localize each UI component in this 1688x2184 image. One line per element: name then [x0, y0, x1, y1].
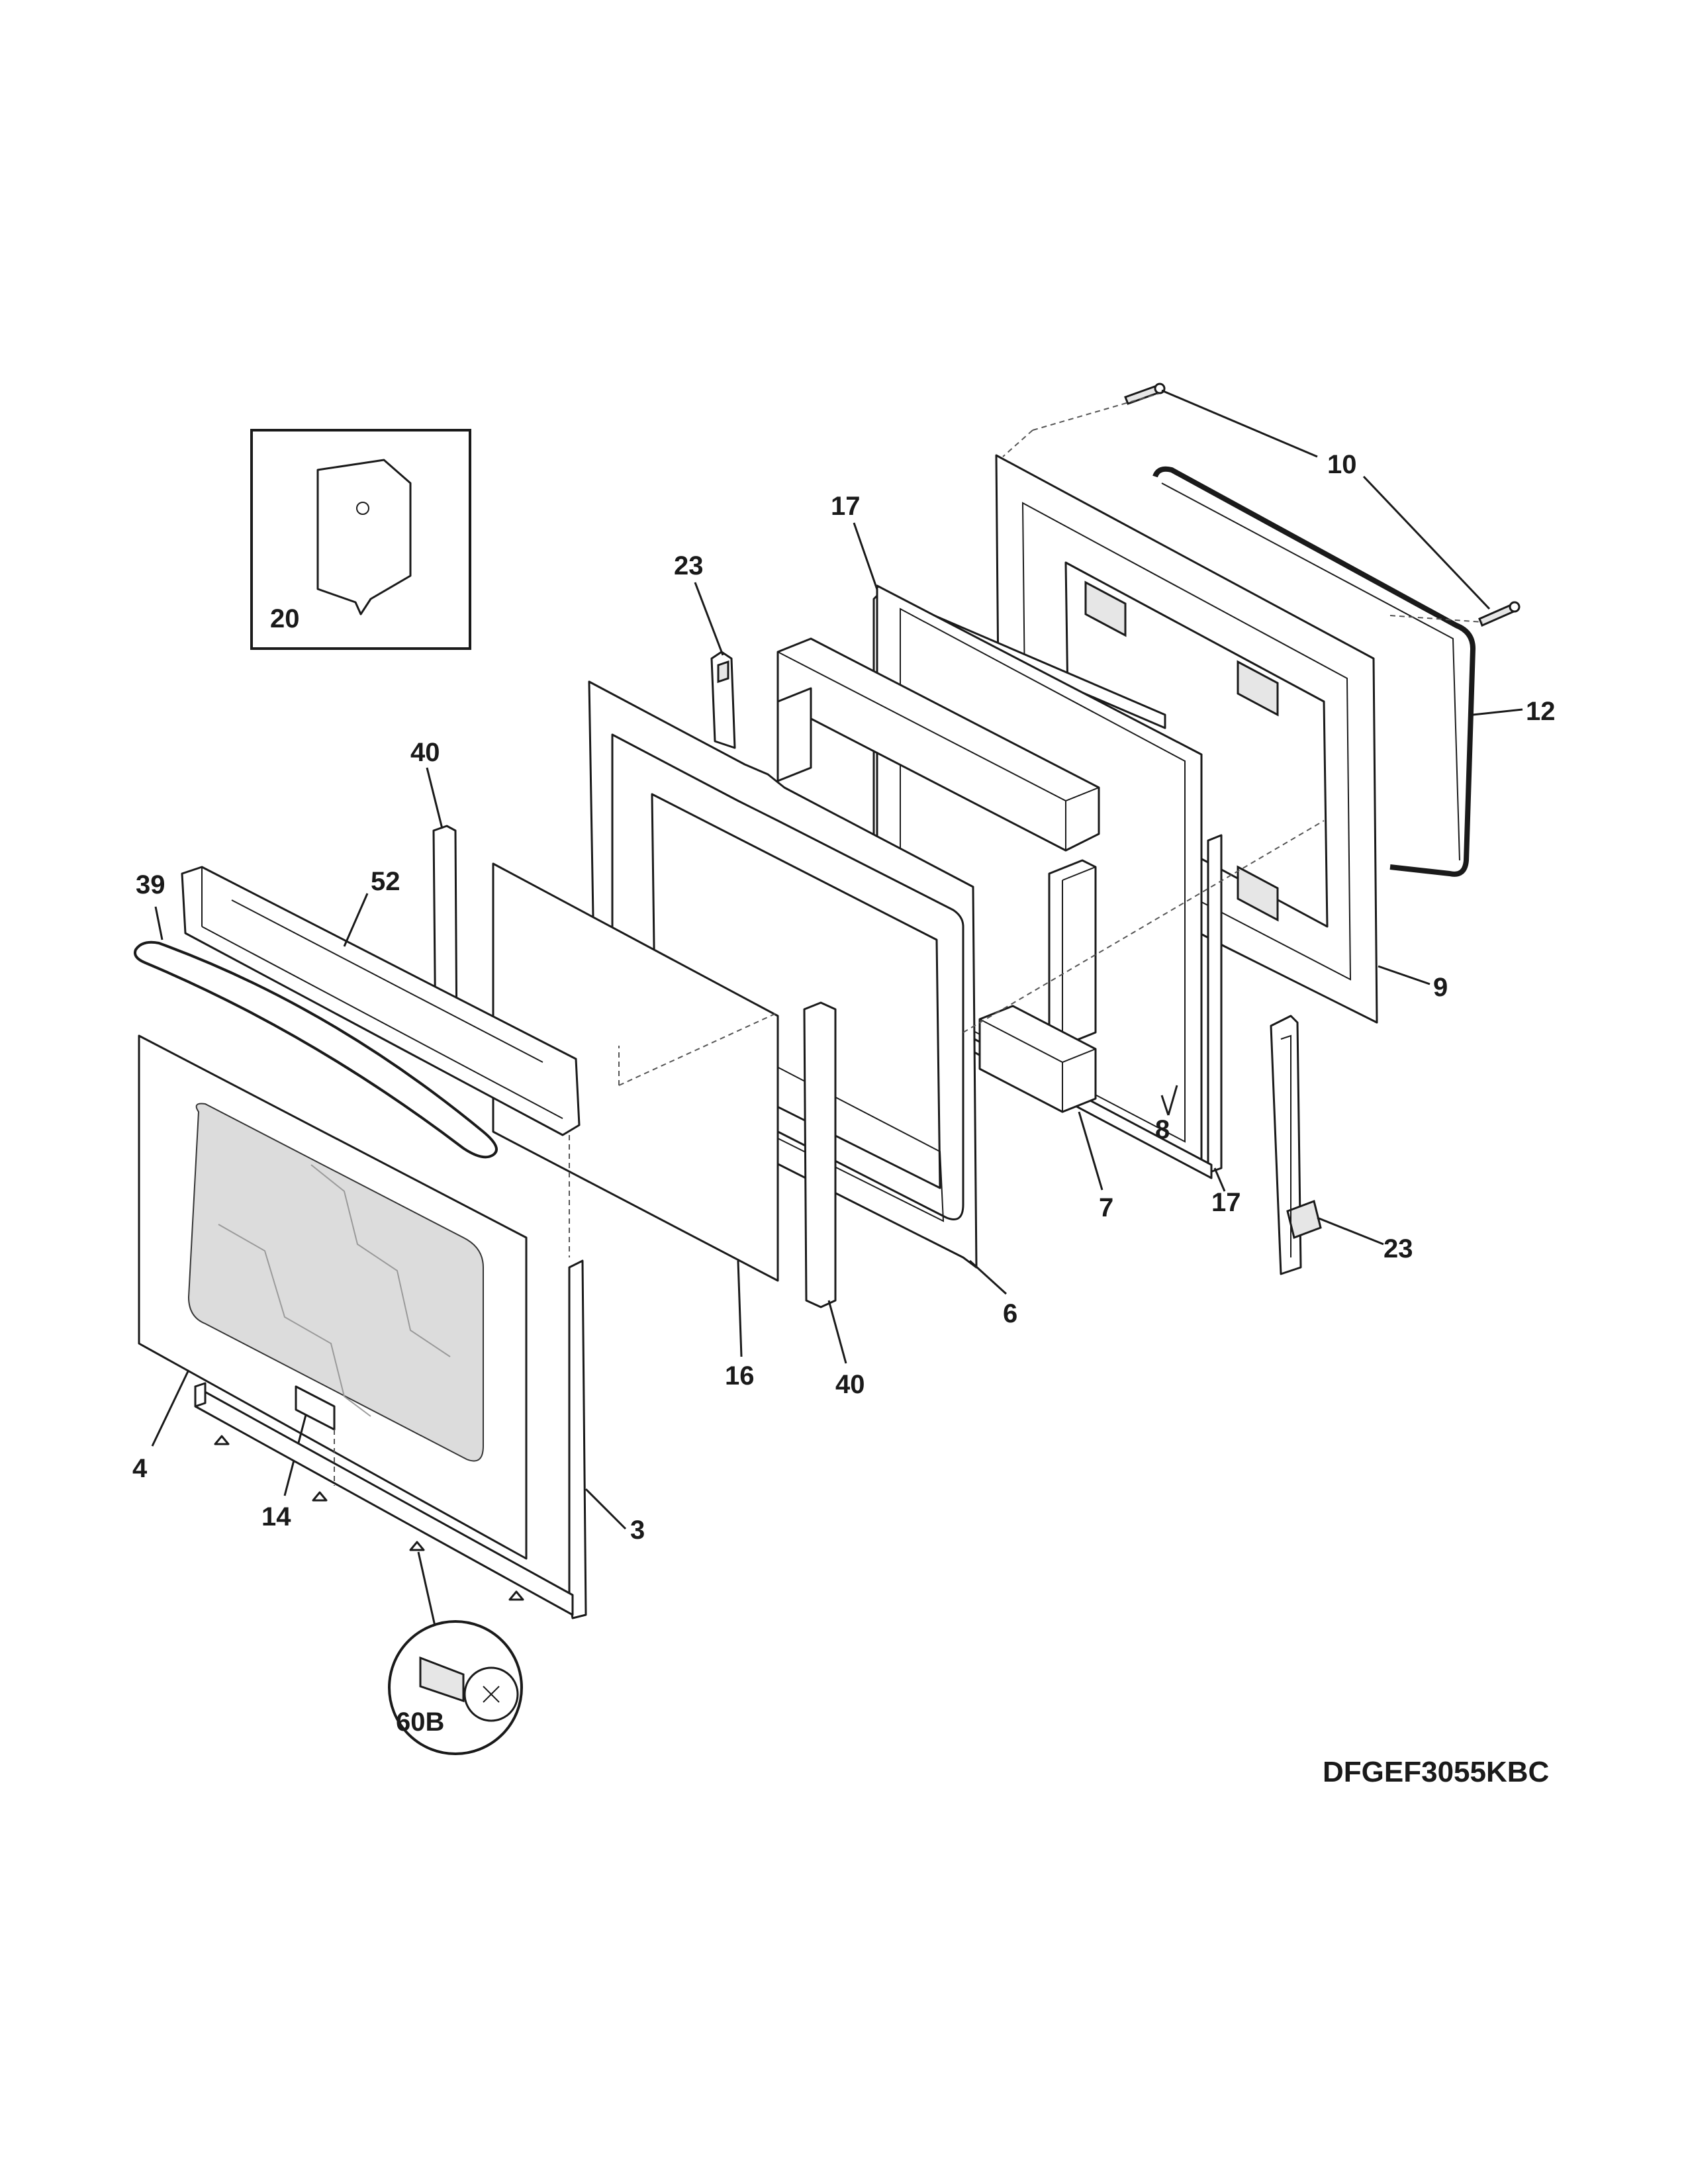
part-52-handle-trim: 52: [181, 866, 581, 1136]
explosion-guide-lines: [618, 393, 1483, 1086]
callout-17-bottom: 17: [1211, 1188, 1241, 1217]
callout-4: 4: [132, 1454, 148, 1483]
part-4-outer-door: 4: [132, 1034, 528, 1560]
callout-12: 12: [1526, 697, 1556, 726]
callout-14: 14: [261, 1502, 291, 1531]
callout-6: 6: [1003, 1299, 1017, 1328]
part-7-insulation: 7: [776, 637, 1113, 1222]
part-3-door-back: 3: [194, 1135, 645, 1619]
part-60b-screws: 60B: [214, 1435, 524, 1755]
callout-52: 52: [371, 867, 400, 896]
part-23-hinges: 23 23: [674, 551, 1413, 1275]
callout-16: 16: [725, 1361, 755, 1390]
callout-10: 10: [1327, 450, 1357, 479]
callout-40-top: 40: [410, 738, 440, 767]
part-10-screws: 10: [1124, 383, 1521, 627]
callout-20: 20: [270, 604, 300, 633]
callout-9: 9: [1433, 973, 1448, 1002]
part-9-inner-liner: 9: [995, 454, 1448, 1024]
part-6-door-frame: 6: [588, 680, 1017, 1328]
callout-8: 8: [1155, 1115, 1170, 1144]
callout-23-top: 23: [674, 551, 704, 580]
callout-3: 3: [630, 1516, 645, 1545]
part-12-gasket: 12: [1152, 466, 1556, 877]
callout-40-bottom: 40: [835, 1370, 865, 1399]
callout-7: 7: [1099, 1193, 1113, 1222]
model-number: DFGEF3055KBC: [1323, 1756, 1549, 1788]
part-20-inset: 20: [250, 429, 471, 650]
callout-23-bottom: 23: [1383, 1234, 1413, 1263]
part-39-handle: 39: [134, 870, 498, 1159]
callout-60b: 60B: [396, 1707, 444, 1737]
callout-39: 39: [136, 870, 165, 899]
callout-17-top: 17: [831, 492, 861, 521]
